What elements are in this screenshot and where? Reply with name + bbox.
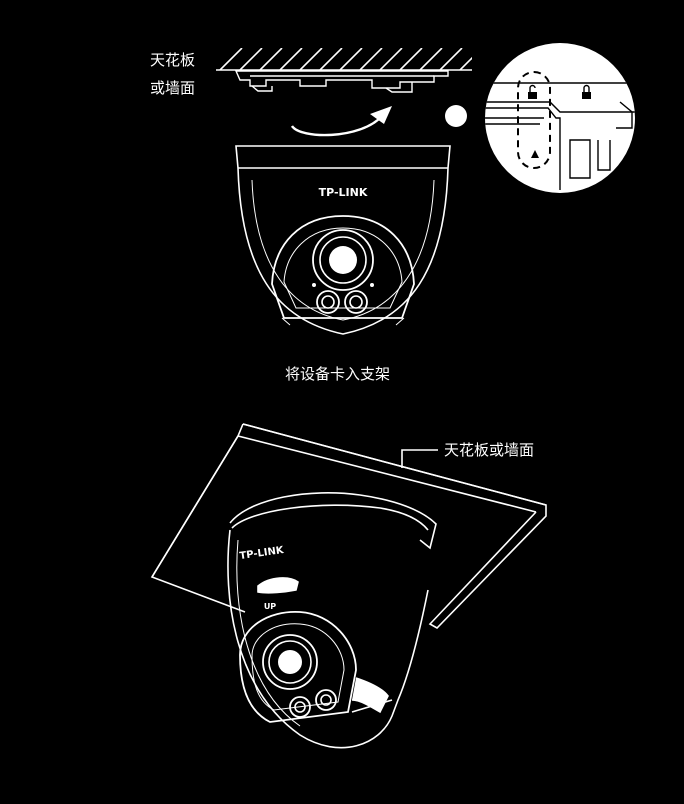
unlock-icon bbox=[528, 84, 537, 99]
ceiling-label-step2: 天花板或墙面 bbox=[444, 441, 535, 459]
dome-camera-front bbox=[235, 145, 451, 335]
ceiling-hatch bbox=[216, 48, 472, 71]
lock-icon bbox=[582, 84, 591, 99]
label-leader-line bbox=[401, 449, 438, 468]
dome-camera-tilted bbox=[227, 492, 437, 749]
zoom-detail bbox=[485, 43, 635, 193]
ceiling-label-line2: 或墙面 bbox=[150, 79, 196, 97]
up-mark: UP bbox=[264, 602, 276, 611]
mount-bracket bbox=[234, 70, 449, 93]
rotate-arrow bbox=[290, 106, 392, 137]
ceiling-label-line1: 天花板 bbox=[150, 51, 196, 69]
brand-logo-front: TP-LINK bbox=[319, 186, 368, 199]
triangle-mark-icon bbox=[531, 150, 539, 158]
brand-logo-tilted: TP-LINK bbox=[239, 545, 286, 562]
step1-caption: 将设备卡入支架 bbox=[285, 365, 391, 383]
zoom-pointer-dot bbox=[445, 105, 467, 127]
ceiling-panel bbox=[150, 423, 547, 630]
